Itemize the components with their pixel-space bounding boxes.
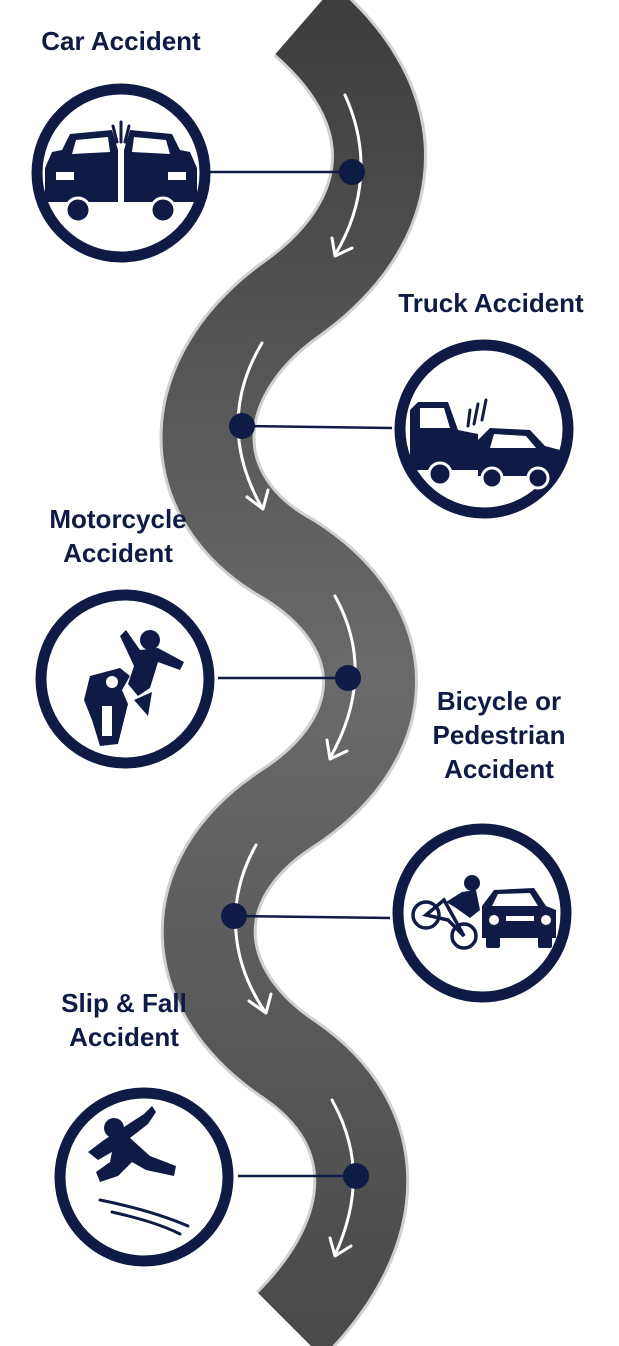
label-motorcycle-accident: Motorcycle Accident [12,502,224,570]
label-truck-accident: Truck Accident [378,286,604,320]
label-line: Car Accident [41,26,201,56]
label-line: Truck Accident [398,288,584,318]
label-line: Slip & Fall [61,988,187,1018]
slip-fall-icon [54,1087,234,1267]
label-line: Accident [444,754,554,784]
node-dot [229,413,255,439]
node-dot [335,665,361,691]
car-collision-icon [31,83,211,263]
connectors [210,170,393,1178]
label-line: Accident [69,1022,179,1052]
bicycle-car-crash-icon [392,823,572,1003]
label-car-accident: Car Accident [16,24,226,58]
motorcycle-crash-icon [35,589,215,769]
label-bicycle-pedestrian-accident: Bicycle or Pedestrian Accident [394,684,604,786]
node-dot [339,159,365,185]
node-dot [221,903,247,929]
label-line: Accident [63,538,173,568]
road-nodes [221,159,369,1189]
label-line: Motorcycle [49,504,187,534]
connector-line [241,424,393,430]
truck-collision-icon [394,339,574,519]
connector-line [233,914,391,920]
node-dot [343,1163,369,1189]
label-line: Bicycle or [436,686,562,716]
label-slip-fall-accident: Slip & Fall Accident [24,986,224,1054]
winding-road [159,0,427,1346]
arrow-icon [234,843,273,1015]
label-line: Pedestrian [432,720,566,750]
